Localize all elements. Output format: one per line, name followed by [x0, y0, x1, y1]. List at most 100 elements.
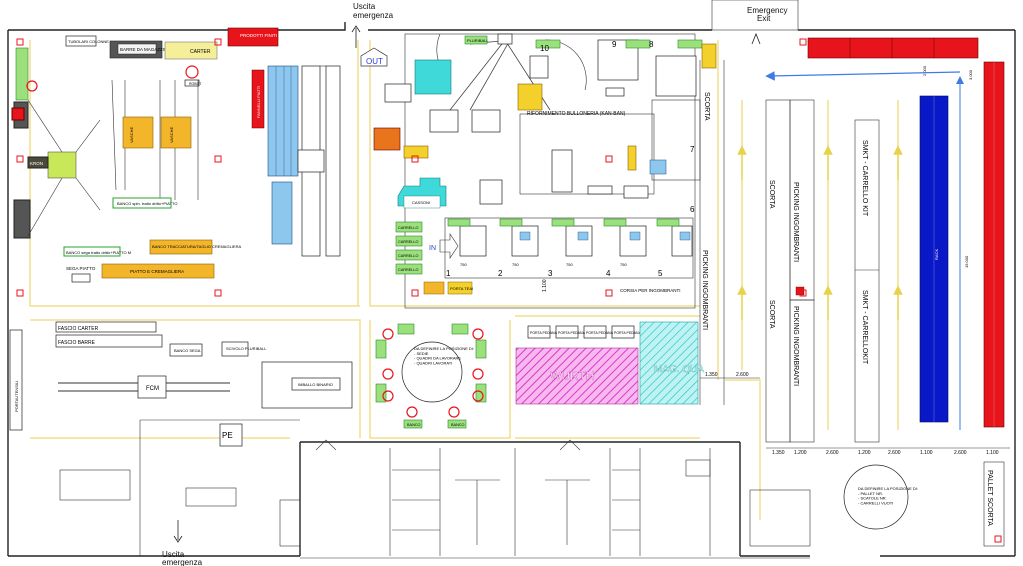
- porta-teai-label: PORTA TEAI: [450, 286, 473, 291]
- dim-r6: 1.100: [920, 450, 933, 456]
- dim-r8: 1.100: [986, 450, 999, 456]
- banco-label-1: BANCO: [407, 423, 421, 427]
- station-7-label: 7: [690, 145, 695, 154]
- dim-top-right: 2.000: [922, 65, 927, 76]
- carrello-label-2: CARRELLO: [398, 240, 419, 244]
- porta-pedana-3: PORTA PEDANA: [586, 331, 614, 335]
- portautensili-label: PORTAUTENSILI: [14, 381, 19, 412]
- fascio-barre-label: FASCIO BARRE: [58, 340, 96, 346]
- dim-r7: 2.600: [954, 450, 967, 456]
- banco-label-2: BANCO: [451, 423, 465, 427]
- dim-r3: 2.600: [826, 450, 839, 456]
- exit-top-label-1: Uscita: [353, 2, 376, 11]
- banco-sega-label: BANCO sega tratto dritto+PIATTO M: [66, 250, 131, 255]
- emergency-exit-label-2: Exit: [757, 14, 771, 23]
- scorta-right-label-1: SCORTA: [768, 180, 775, 209]
- emergency-exit: Emergency Exit: [747, 6, 787, 45]
- fascio-carter-label: FASCIO CARTER: [58, 326, 99, 332]
- station-4-label: 4: [606, 269, 611, 278]
- station-10-label: 10: [540, 44, 549, 53]
- da-definire-center: DA DEFINIRE LA POSIZIONE DI:- SEDIE- QUA…: [414, 346, 474, 365]
- station-1-label: 1: [446, 269, 451, 278]
- dim-750-4: 750: [620, 262, 627, 267]
- station-3-label: 3: [548, 269, 553, 278]
- carrello-label-4: CARRELLO: [398, 268, 419, 272]
- dim-750-3: 750: [566, 262, 573, 267]
- scorta-right-label-2: SCORTA: [768, 300, 775, 329]
- pallet-scorta-label: PALLET SCORTA: [986, 470, 993, 526]
- in-label: IN: [429, 245, 436, 252]
- dim-r5: 2.600: [888, 450, 901, 456]
- banco-spin-label: BANCO spin. tratto dritto+PIATTO: [117, 201, 177, 206]
- vasche-label-2: VASCHE: [169, 127, 174, 143]
- out-marker: OUT: [360, 47, 388, 67]
- picking-center-label: PICKING INGOMBRANTI: [701, 250, 708, 330]
- piatto-crem-label: PIATTO E CREMAGLIERA: [130, 269, 184, 274]
- picking-right-label-1: PICKING INGOMBRANTI: [792, 182, 799, 262]
- pannelli-label: PANNELLI PIATTI: [256, 86, 261, 118]
- banco-tracc-label: BANCO TRACCIATURA/TAGLIO CREMAGLIERA: [152, 244, 241, 249]
- rack-label: RACK: [934, 249, 939, 260]
- scivolo-label: SCIVOLO PLURIBALL: [226, 346, 267, 351]
- lower-left-area: FASCIO CARTER FASCIO BARRE BANCO SEGA SC…: [9, 321, 353, 556]
- porta-pedana-2: PORTA PEDANA: [558, 331, 586, 335]
- station-9-label: 9: [612, 40, 617, 49]
- da-definire-right: DA DEFINIRE LA POSIZIONE DI:- PALLET NR.…: [858, 486, 918, 505]
- assembly-stations: 1 2 3 4 5 6 7 8 9 10 750 750 750 750: [446, 40, 695, 278]
- right-picking-area: 2.000 3.000 19.000 RACK SCORTA PICKING I…: [737, 37, 1010, 547]
- building-walls: [7, 0, 1016, 559]
- out-label: OUT: [366, 57, 383, 66]
- imballo-label: IMBALLO BINARIO: [298, 382, 333, 387]
- dim-750-1: 750: [460, 262, 467, 267]
- station-6-label: 6: [690, 205, 695, 214]
- carter-label: CARTER: [190, 49, 211, 55]
- station-5-label: 5: [658, 269, 663, 278]
- center-assembly-area: PLURIBALL RIFORNIMENTO BULLONERIA (KAN-B…: [373, 33, 725, 405]
- picking-right-label-2: PICKING INGOMBRANTI: [792, 306, 799, 386]
- exit-bottom: Uscita emergenza: [162, 520, 203, 566]
- smkt-label: SMKT - CARRELLOKIT: [861, 290, 868, 365]
- station-2-label: 2: [498, 269, 503, 278]
- station-8-label: 8: [649, 40, 654, 49]
- dim-v2: 19.000: [964, 255, 969, 268]
- wurth-label: WURTH: [550, 369, 594, 383]
- dim-v1: 3.000: [968, 69, 973, 80]
- exit-top-label-2: emergenza: [353, 11, 394, 20]
- left-production-area: TUBOLARI COLONNE BARRE DA MAGAZZINO CART…: [11, 27, 341, 283]
- cassoni-label: CASSONI: [412, 200, 430, 205]
- dim-r2: 1.200: [794, 450, 807, 456]
- barre-label: BARRE DA MAGAZZINO: [120, 47, 171, 52]
- vasche-label-1: VASCHE: [129, 127, 134, 143]
- scorta-center-label: SCORTA: [703, 92, 710, 121]
- smkt-kit-label: SMKT - CARRELLO KIT: [861, 140, 868, 217]
- mag-qua-label: MAG. QUA: [654, 364, 704, 375]
- rifornimento-label: RIFORNIMENTO BULLONERIA (KAN-BAN): [527, 111, 626, 117]
- pe-label: PE: [222, 431, 233, 440]
- dim-750-2: 750: [512, 262, 519, 267]
- robot-label: ROBOT: [189, 82, 202, 86]
- dim-r1: 1.350: [772, 450, 785, 456]
- porta-pedana-1: PORTA PEDANA: [530, 331, 558, 335]
- tubolari-label: TUBOLARI COLONNE: [68, 39, 109, 44]
- banco-sega2-label: BANCO SEGA: [174, 348, 201, 353]
- dim-1350-center: 1.350: [705, 372, 718, 378]
- dim-1100-center: 1.100: [542, 279, 548, 292]
- prodotti-label: PRODOTTI FINITI: [240, 33, 277, 38]
- exit-top: Uscita emergenza: [351, 2, 394, 48]
- fcm-label: FCM: [146, 386, 159, 392]
- carrello-label-3: CARRELLO: [398, 254, 419, 258]
- pillars: [16, 38, 1002, 543]
- dim-r4: 1.200: [858, 450, 871, 456]
- porta-pedana-4: PORTA PEDANA: [614, 331, 642, 335]
- carrello-label-1: CARRELLO: [398, 226, 419, 230]
- exit-bottom-label-1: Uscita: [162, 550, 185, 559]
- pluriball-label: PLURIBALL: [467, 38, 489, 43]
- lower-center-area: DA DEFINIRE LA POSIZIONE DI:- SEDIE- QUA…: [375, 279, 760, 429]
- emergency-exit-label-1: Emergency: [747, 6, 787, 15]
- walkways: [29, 40, 761, 520]
- lower-rooms: [315, 439, 811, 556]
- exit-bottom-label-2: emergenza: [162, 558, 203, 566]
- kron-label: KRON: [30, 161, 43, 166]
- dim-2600-center: 2.600: [736, 372, 749, 378]
- sega-piatto-label: SEGA PIATTO: [66, 266, 96, 271]
